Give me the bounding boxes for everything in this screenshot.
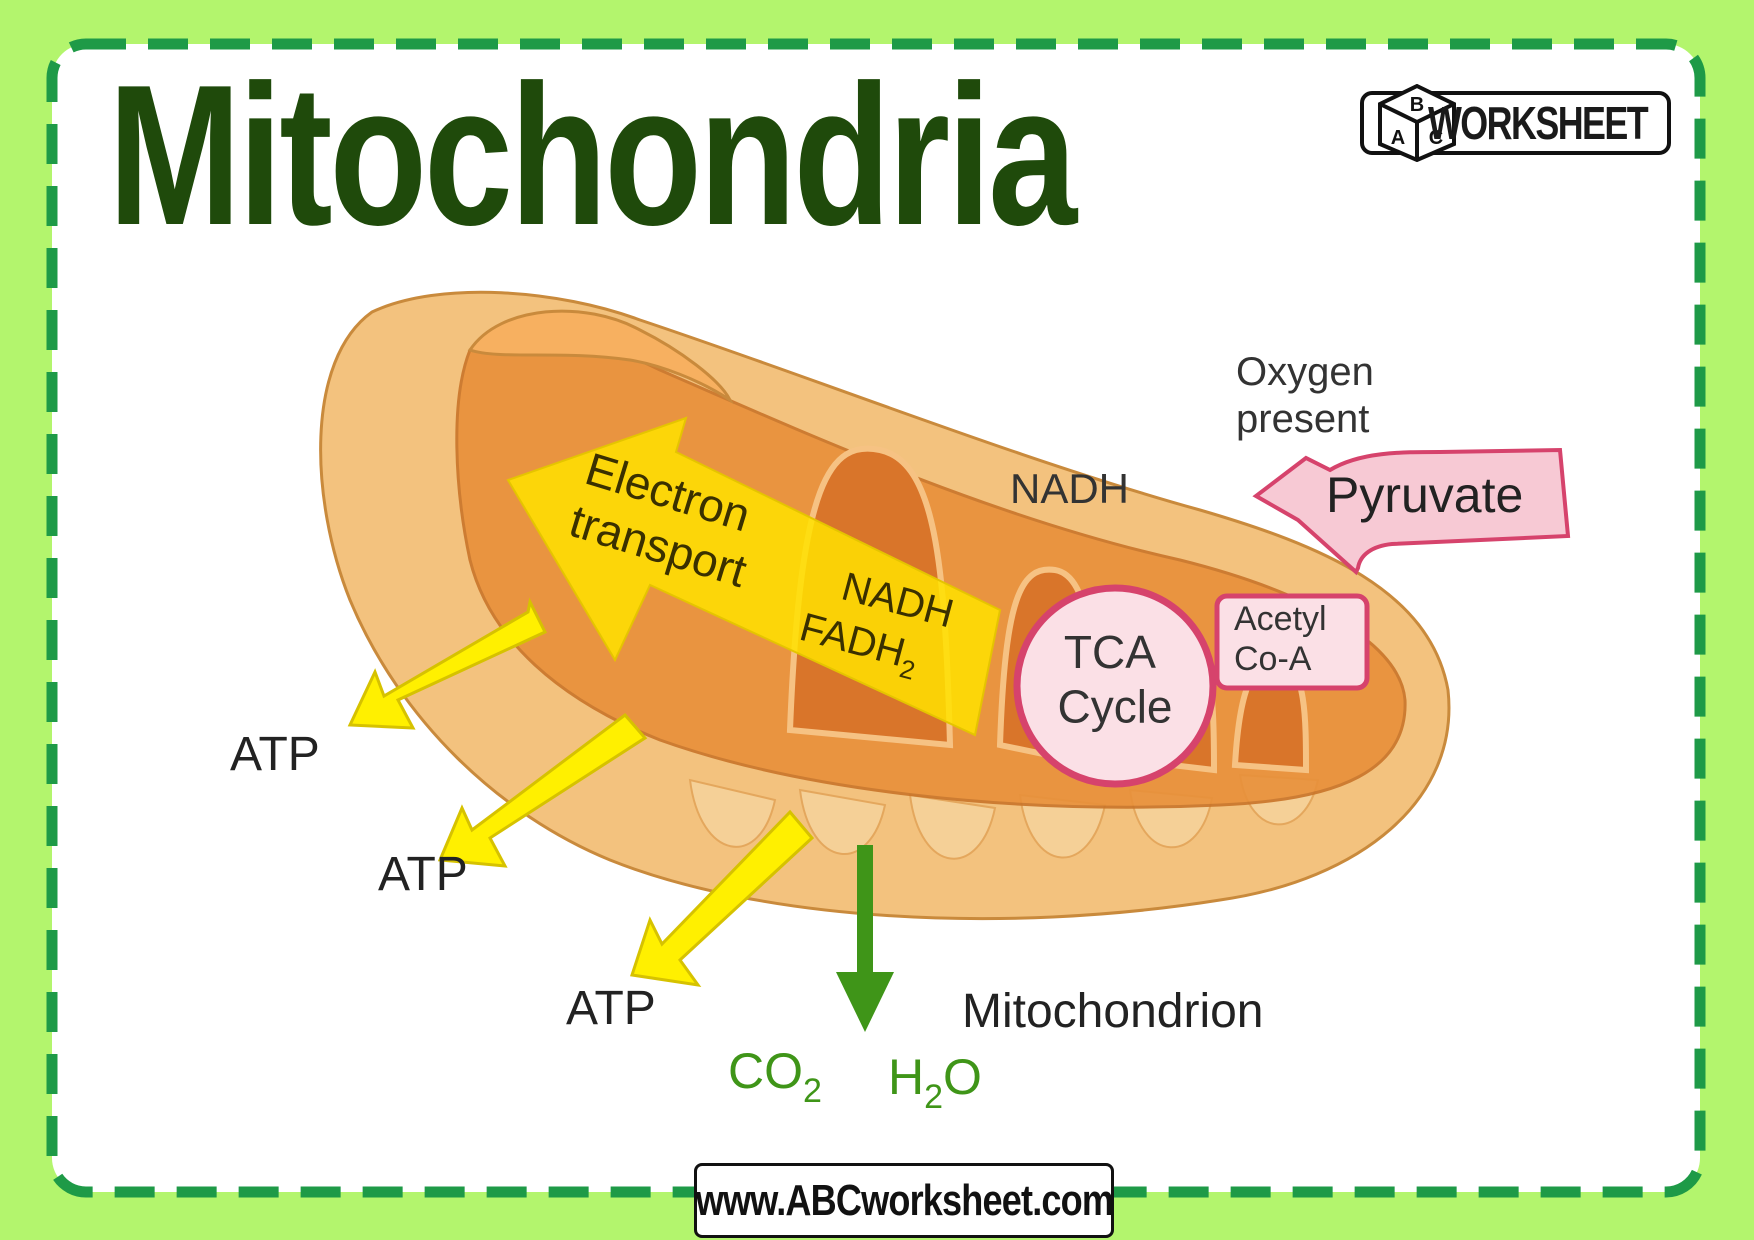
footer-url-box: www.ABCworksheet.com bbox=[694, 1163, 1114, 1238]
inner-membrane-tube bbox=[467, 309, 734, 405]
atp-arrows bbox=[347, 597, 815, 988]
page-title: Mitochondria bbox=[108, 44, 1077, 267]
pyruvate-label: Pyruvate bbox=[1326, 467, 1523, 523]
pyruvate-arrow bbox=[1252, 447, 1571, 576]
tca-cycle-label: TCA Cycle bbox=[1057, 626, 1172, 732]
oxygen-label: Oxygen present bbox=[1236, 350, 1385, 441]
atp-arrow-2 bbox=[437, 712, 648, 868]
electron-transport-arrow bbox=[506, 416, 1002, 737]
cube-letter-a: A bbox=[1391, 127, 1405, 149]
oxygen-text: Oxygen bbox=[1236, 350, 1374, 394]
tca-cycle-circle bbox=[1013, 584, 1217, 788]
co2-label: CO2 bbox=[728, 1043, 822, 1110]
diagram-acetyl-line-2: Co-A bbox=[1234, 640, 1312, 678]
atp-label-3: ATP bbox=[566, 982, 656, 1035]
mitochondrion-label: Mitochondrion bbox=[962, 985, 1264, 1038]
acetyl-coa-box bbox=[1214, 593, 1370, 691]
nadh-top-label: NADH bbox=[1010, 465, 1129, 512]
footer-url: www.ABCworksheet.com bbox=[695, 1175, 1113, 1225]
abc-worksheet-logo: B A C WORKSHEET bbox=[1360, 83, 1672, 163]
diagram-oxygen-line-2: present bbox=[1236, 397, 1369, 441]
water-output-arrow bbox=[836, 845, 894, 1032]
cube-letter-c: C bbox=[1429, 127, 1443, 149]
atp-arrow-1 bbox=[347, 597, 548, 730]
h2o-label: H2O bbox=[888, 1049, 982, 1116]
diagram-tca-line-2: Cycle bbox=[1057, 680, 1172, 732]
atp-label-2: ATP bbox=[378, 848, 468, 901]
logo-wordmark: WORKSHEET bbox=[1427, 97, 1649, 149]
atp-arrow-3 bbox=[630, 809, 815, 988]
logo-frame: B A C bbox=[1360, 83, 1671, 163]
cube-letter-b: B bbox=[1410, 94, 1424, 116]
acetyl-coa-label: Acetyl Co-A bbox=[1234, 600, 1336, 678]
atp-label-1: ATP bbox=[230, 728, 320, 781]
